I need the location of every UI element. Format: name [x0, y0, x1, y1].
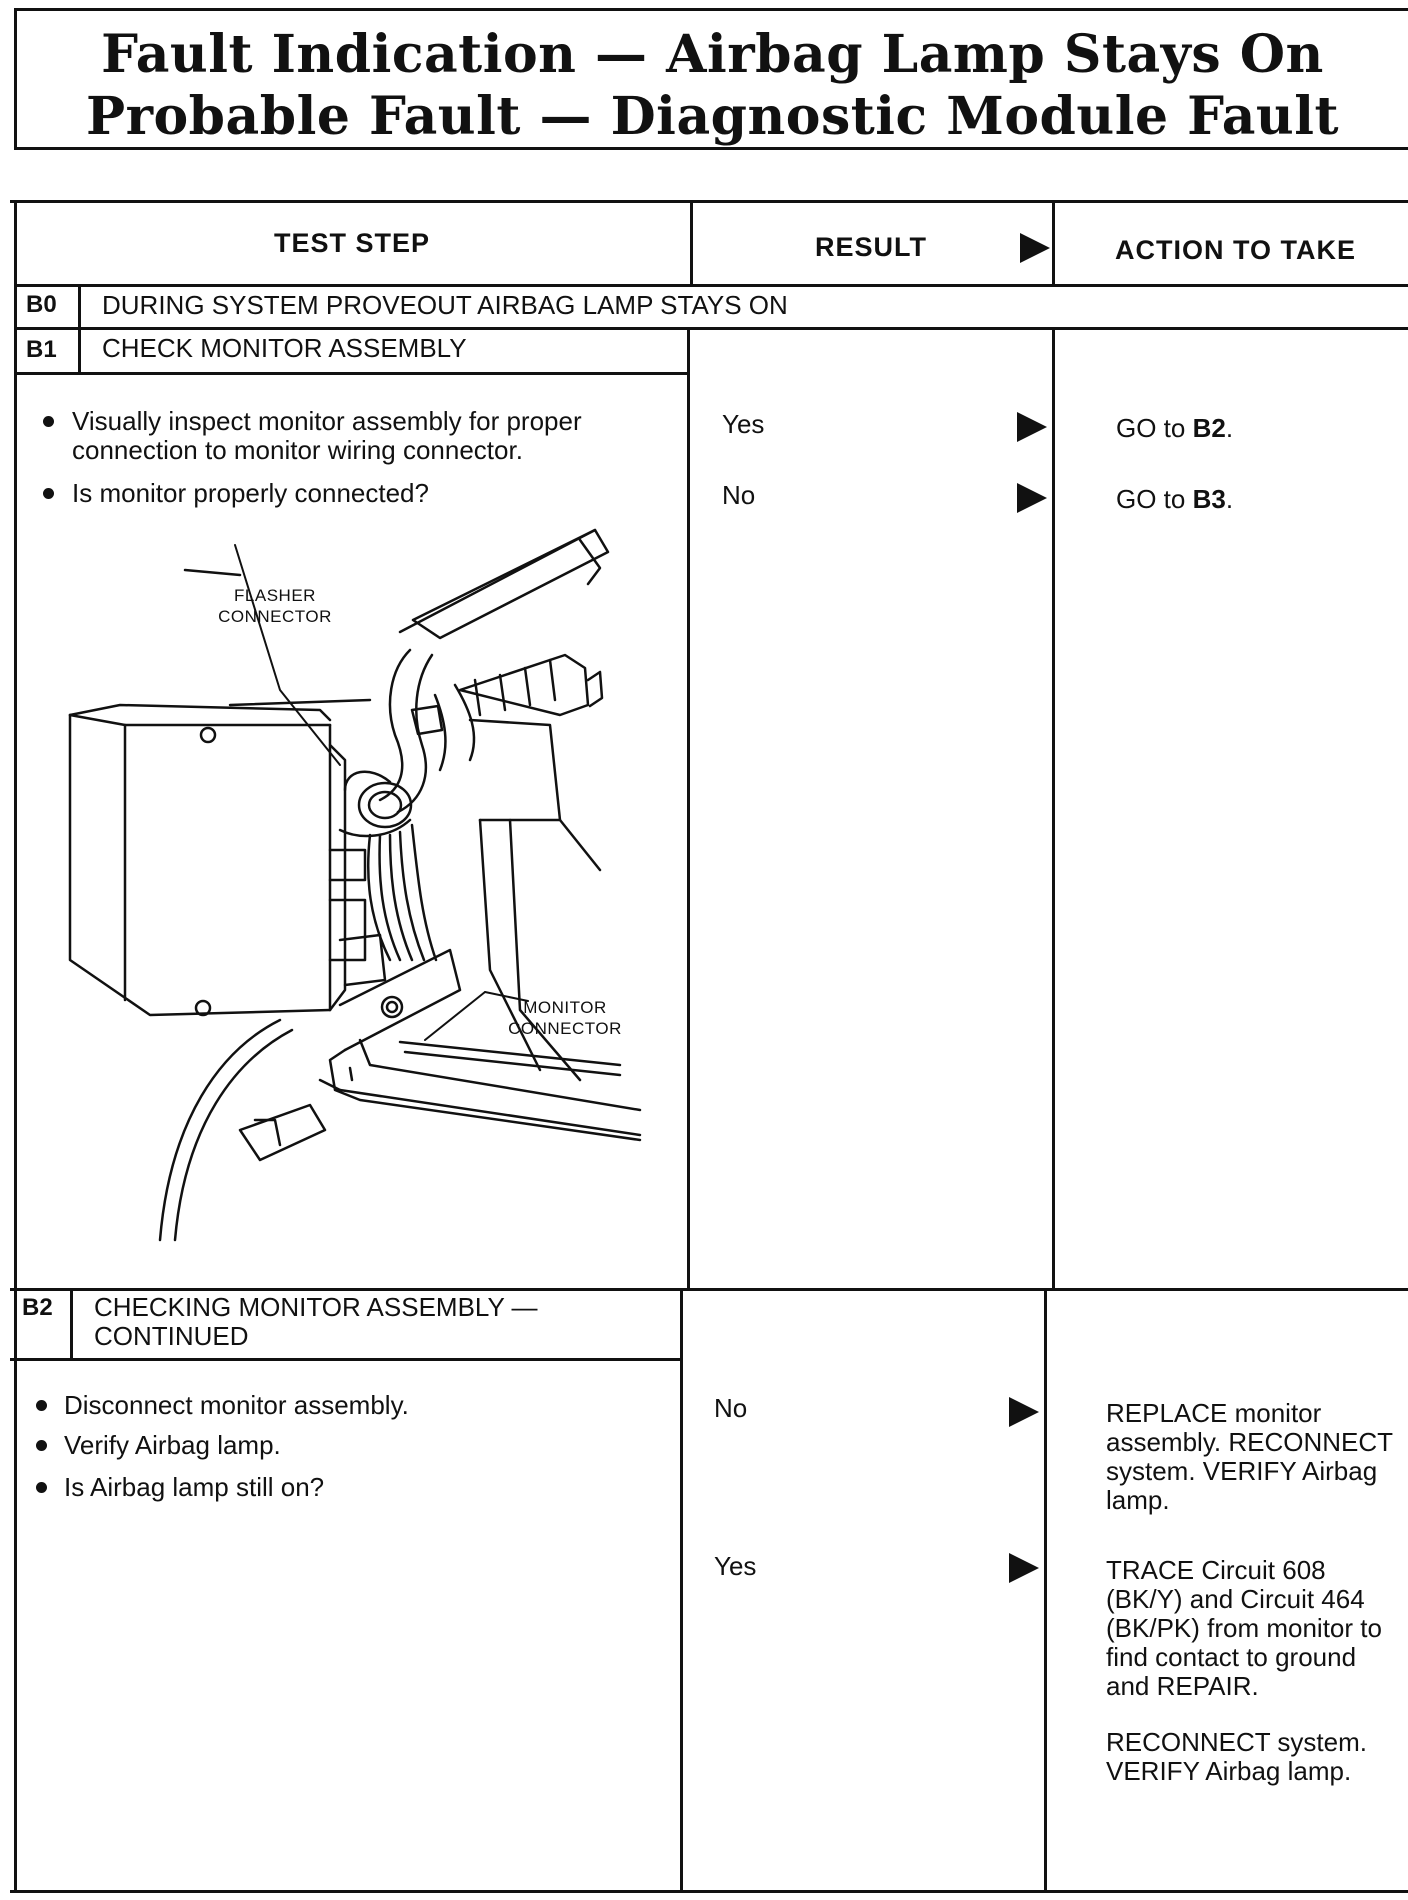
step-b1-bullet-2: Is monitor properly connected?: [72, 478, 429, 508]
step-id-b0: B0: [26, 291, 57, 318]
result-arrow-icon: [1009, 1553, 1039, 1583]
flasher-connector-label: FLASHER CONNECTOR: [218, 586, 332, 626]
b1-result-yes: Yes: [722, 409, 765, 439]
result-arrow-icon: [1009, 1397, 1039, 1427]
bullet-icon: [43, 488, 54, 499]
bullet-icon: [36, 1440, 47, 1451]
result-arrow-icon: [1017, 412, 1047, 442]
title-line-2: Probable Fault — Diagnostic Module Fault: [86, 86, 1339, 147]
b2-result-yes: Yes: [714, 1551, 757, 1581]
header-test-step: TEST STEP: [273, 228, 431, 258]
step-b1-title: CHECK MONITOR ASSEMBLY: [102, 333, 467, 363]
bullet-icon: [36, 1400, 47, 1411]
step-b0-text: DURING SYSTEM PROVEOUT AIRBAG LAMP STAYS…: [102, 290, 788, 320]
title-box: Fault Indication — Airbag Lamp Stays On …: [14, 8, 1408, 150]
title-line-1: Fault Indication — Airbag Lamp Stays On: [101, 24, 1324, 85]
b1-action-yes: GO to B2.: [1116, 413, 1234, 443]
result-arrow-icon: [1020, 233, 1050, 263]
header-action: ACTION TO TAKE: [1115, 235, 1356, 265]
step-b2-bullet-3: Is Airbag lamp still on?: [64, 1472, 325, 1502]
b2-action-yes-2: RECONNECT system. VERIFY Airbag lamp.: [1106, 1727, 1367, 1786]
step-b2-bullet-2: Verify Airbag lamp.: [64, 1430, 281, 1460]
b2-result-no: No: [714, 1393, 748, 1423]
header-result: RESULT: [815, 232, 927, 262]
b1-action-no: GO to B3.: [1116, 484, 1234, 514]
step-id-b1: B1: [26, 336, 57, 363]
bullet-icon: [36, 1482, 47, 1493]
result-arrow-icon: [1017, 483, 1047, 513]
monitor-connector-label: MONITOR CONNECTOR: [508, 998, 622, 1038]
step-id-b2: B2: [22, 1294, 53, 1321]
step-b1-bullet-1: Visually inspect monitor assembly for pr…: [72, 406, 582, 465]
b1-result-no: No: [722, 480, 756, 510]
monitor-assembly-illustration: [68, 528, 642, 1242]
step-b2-title: CHECKING MONITOR ASSEMBLY — CONTINUED: [94, 1292, 538, 1351]
bullet-icon: [43, 416, 54, 427]
b2-action-yes: TRACE Circuit 608 (BK/Y) and Circuit 464…: [1106, 1555, 1382, 1701]
b2-action-no: REPLACE monitor assembly. RECONNECT syst…: [1106, 1398, 1393, 1515]
step-b2-bullet-1: Disconnect monitor assembly.: [64, 1390, 409, 1420]
